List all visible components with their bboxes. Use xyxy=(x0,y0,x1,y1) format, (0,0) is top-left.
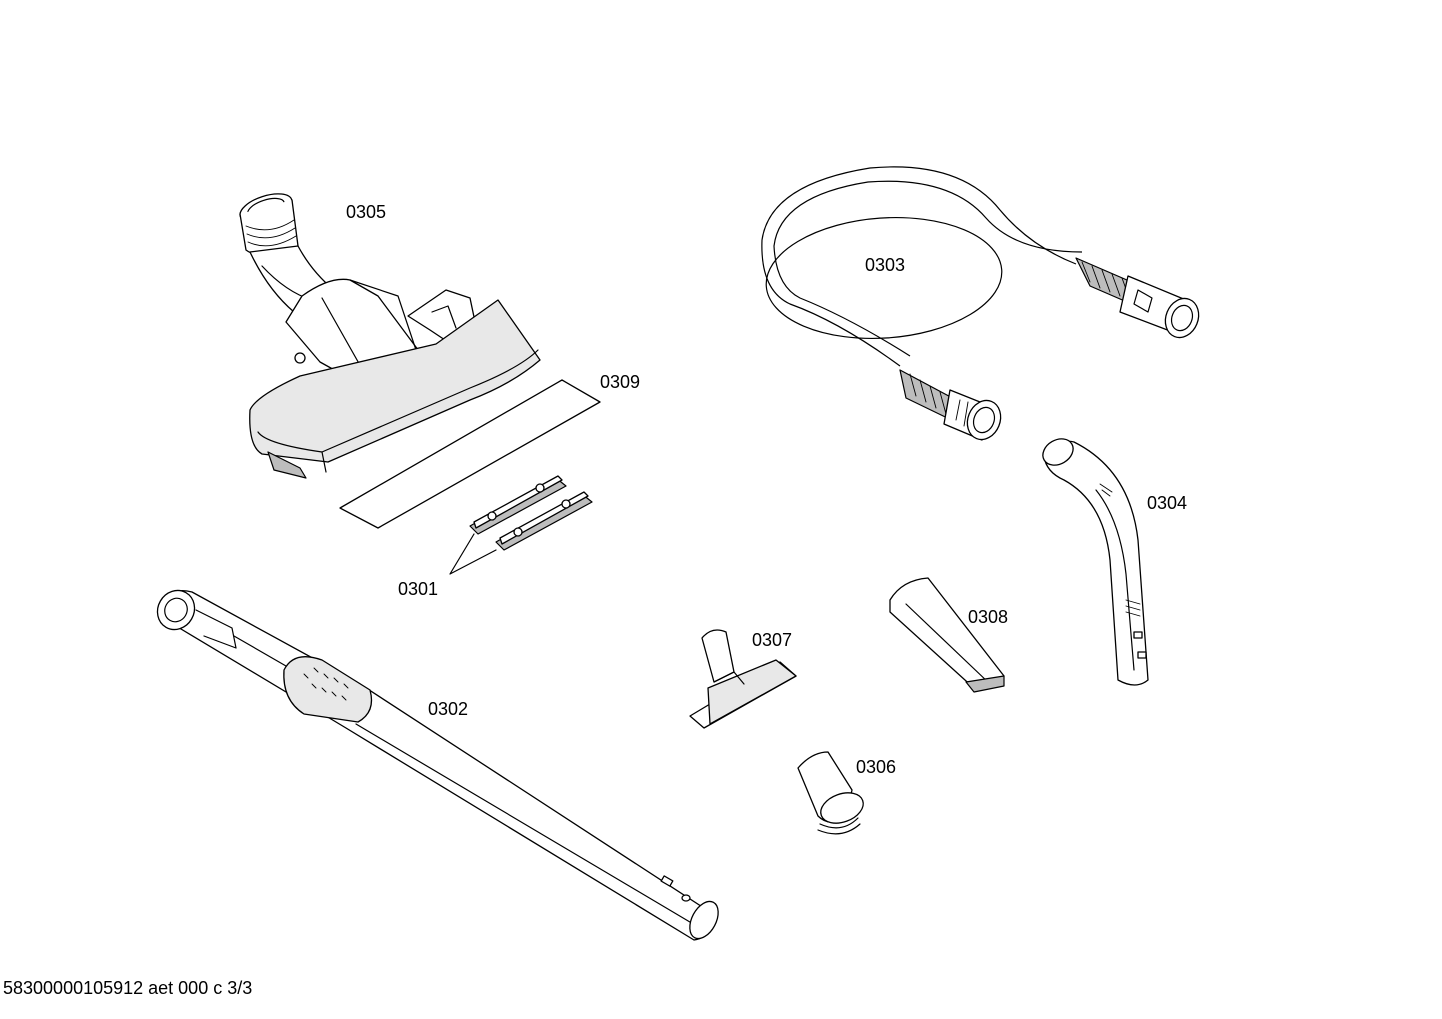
part-label-0309: 0309 xyxy=(600,372,640,392)
part-label-0303: 0303 xyxy=(865,255,905,275)
part-label-0307: 0307 xyxy=(752,630,792,650)
part-label-0306: 0306 xyxy=(856,757,896,777)
part-label-0308: 0308 xyxy=(968,607,1008,627)
handle-bend-drawing xyxy=(1042,438,1149,686)
telescopic-tube-drawing xyxy=(156,589,719,941)
filter-strip-drawing xyxy=(339,379,601,529)
hose-drawing xyxy=(761,166,1200,441)
part-label-0301: 0301 xyxy=(398,579,438,599)
upholstery-nozzle-drawing xyxy=(689,629,797,729)
part-label-0304: 0304 xyxy=(1147,493,1187,513)
brush-strips-drawing xyxy=(449,475,593,575)
crevice-nozzle-drawing xyxy=(889,577,1005,693)
document-footer-code: 58300000105912 aet 000 c 3/3 xyxy=(3,978,253,998)
floor-nozzle-drawing xyxy=(239,193,541,479)
part-label-0305: 0305 xyxy=(346,202,386,222)
small-nozzle-drawing xyxy=(797,751,864,835)
part-label-0302: 0302 xyxy=(428,699,468,719)
